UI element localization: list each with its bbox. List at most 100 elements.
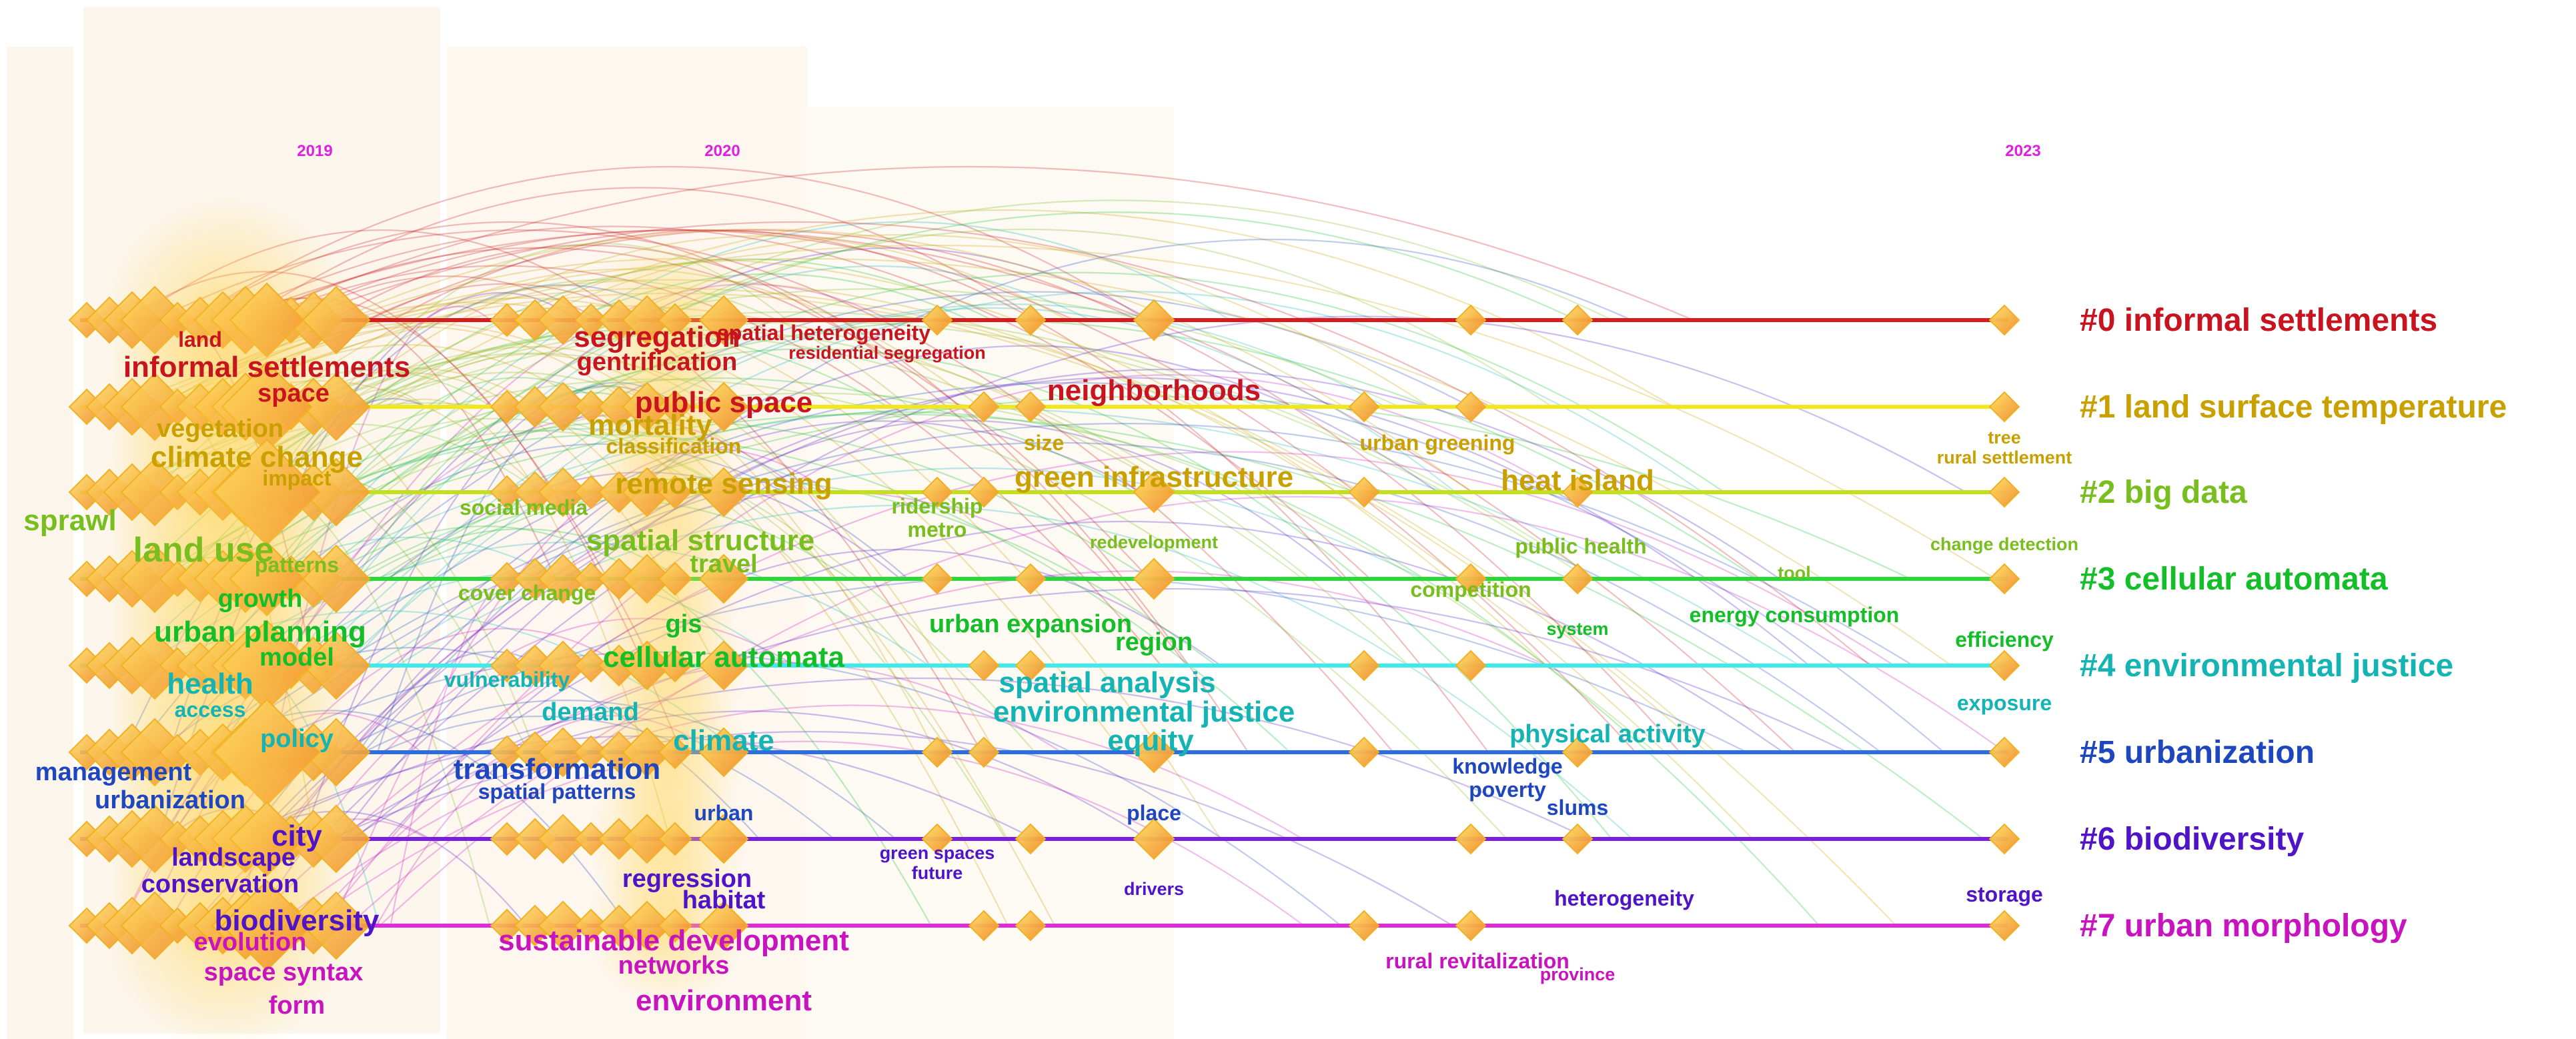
keyword-label-ridership: ridership	[892, 494, 983, 518]
keyword-label-region: region	[1115, 628, 1193, 656]
cluster-label-land-surface-temperature: #1 land surface temperature	[2080, 389, 2507, 425]
keyword-node	[968, 650, 1000, 682]
keyword-label-green-infrastructure: green infrastructure	[1015, 461, 1293, 493]
keyword-label-conservation: conservation	[141, 870, 299, 898]
keyword-node	[1561, 304, 1593, 336]
keyword-node	[301, 891, 371, 960]
co-occurrence-arc	[367, 229, 1681, 753]
cluster-label-big-data: #2 big data	[2080, 475, 2247, 510]
keyword-node	[698, 295, 749, 345]
co-occurrence-arc	[230, 441, 1882, 753]
co-occurrence-arc	[133, 287, 1897, 926]
keyword-node	[698, 381, 749, 432]
keyword-label-environmental-justice: environmental justice	[993, 696, 1295, 728]
keyword-label-health: health	[167, 668, 253, 700]
keyword-node	[538, 381, 588, 432]
co-occurrence-arc	[190, 166, 1147, 321]
year-label-2019: 2019	[297, 142, 332, 160]
keyword-node	[574, 908, 608, 943]
keyword-node	[538, 554, 588, 604]
keyword-node	[1455, 823, 1487, 855]
co-occurrence-arc	[363, 238, 1632, 753]
keyword-node	[574, 562, 608, 596]
co-occurrence-arc	[332, 244, 1249, 753]
keyword-label-tree: tree	[1988, 427, 2021, 447]
co-occurrence-arc	[205, 422, 1914, 753]
keyword-node	[1015, 563, 1047, 595]
keyword-node	[968, 736, 1000, 768]
keyword-node	[1455, 304, 1487, 336]
keyword-node	[921, 823, 953, 855]
keyword-node	[1988, 304, 2020, 336]
keyword-label-cover-change: cover change	[458, 581, 596, 605]
co-occurrence-arc	[261, 368, 1780, 840]
keyword-node	[1455, 563, 1487, 595]
keyword-node	[221, 880, 313, 972]
keyword-label-access: access	[175, 698, 246, 722]
keyword-node	[574, 303, 608, 337]
co-occurrence-arc	[245, 187, 1039, 321]
keyword-node	[968, 910, 1000, 942]
co-occurrence-arc	[358, 650, 543, 753]
keyword-label-demand: demand	[542, 698, 639, 726]
keyword-label-biodiversity: biodiversity	[215, 904, 380, 937]
year-label-2023: 2023	[2005, 142, 2040, 160]
keyword-node	[1133, 299, 1175, 341]
keyword-label-public-space: public space	[635, 386, 813, 419]
keyword-label-vulnerability: vulnerability	[444, 668, 570, 692]
co-occurrence-arc	[309, 303, 1386, 666]
keyword-node	[698, 814, 749, 864]
keyword-label-future: future	[912, 863, 963, 883]
keyword-label-spatial-structure: spatial structure	[586, 524, 814, 557]
cluster-label-urban-morphology: #7 urban morphology	[2080, 908, 2407, 944]
keyword-node	[490, 562, 524, 596]
cluster-label-urbanization: #5 urbanization	[2080, 735, 2315, 770]
co-occurrence-arc	[121, 257, 1952, 666]
keyword-label-place: place	[1127, 801, 1181, 825]
co-occurrence-arc	[392, 229, 1489, 753]
keyword-node	[574, 389, 608, 424]
keyword-label-change-detection: change detection	[1930, 534, 2078, 554]
keyword-label-heterogeneity: heterogeneity	[1554, 886, 1694, 910]
keyword-node	[921, 736, 953, 768]
keyword-label-travel: travel	[690, 550, 757, 578]
keyword-node	[538, 814, 588, 864]
keyword-label-efficiency: efficiency	[1955, 628, 2054, 652]
keyword-node	[538, 295, 588, 345]
keyword-node	[1455, 910, 1487, 942]
co-occurrence-arc	[155, 229, 1394, 753]
keyword-label-management: management	[35, 758, 192, 786]
keyword-node	[490, 475, 524, 509]
co-occurrence-arc	[133, 311, 1597, 580]
keyword-node	[574, 648, 608, 683]
keyword-label-urbanization: urbanization	[95, 786, 245, 814]
keyword-node	[1133, 731, 1175, 774]
co-occurrence-arc	[348, 570, 1547, 926]
cluster-label-informal-settlements: #0 informal settlements	[2080, 303, 2437, 338]
co-occurrence-arc	[184, 321, 1589, 580]
keyword-node	[574, 822, 608, 856]
cluster-label-biodiversity: #6 biodiversity	[2080, 822, 2304, 857]
keyword-node	[921, 563, 953, 595]
keyword-node	[968, 391, 1000, 423]
keyword-label-public-health: public health	[1515, 534, 1646, 558]
keyword-label-system: system	[1546, 619, 1608, 639]
shade-block	[7, 47, 73, 1039]
keyword-label-classification: classification	[606, 434, 742, 458]
keyword-label-growth: growth	[218, 585, 303, 613]
keyword-node	[490, 822, 524, 856]
co-occurrence-arc	[334, 588, 1848, 840]
keyword-label-exposure: exposure	[1957, 691, 2052, 715]
co-occurrence-arc	[169, 228, 1472, 493]
cluster-labels: #0 informal settlements #1 land surface t…	[2080, 303, 2507, 944]
co-occurrence-arc	[279, 345, 1438, 840]
keyword-label-space-syntax: space syntax	[204, 958, 364, 986]
keyword-label-environment: environment	[636, 984, 812, 1017]
keyword-node	[1988, 736, 2020, 768]
co-occurrence-arc	[253, 377, 1810, 840]
keyword-node	[538, 640, 588, 691]
keyword-label-impact: impact	[262, 466, 331, 490]
keyword-label-policy: policy	[260, 725, 334, 753]
